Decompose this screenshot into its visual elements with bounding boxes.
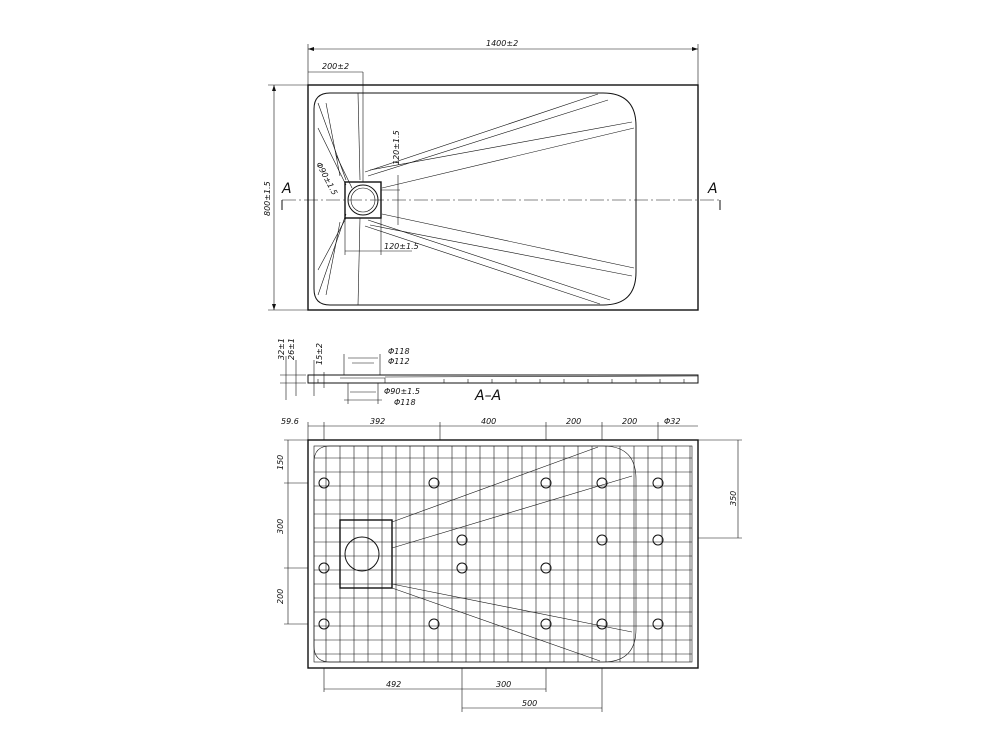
inner-top-dim-label: Φ112 xyxy=(388,357,410,366)
inner-thickness-dim-label: 26±1 xyxy=(287,338,296,360)
section-slope xyxy=(384,375,699,378)
bottom-right-dim: 350 xyxy=(729,491,738,506)
support-foot xyxy=(428,618,440,630)
bottom-drain-circle xyxy=(344,536,380,572)
section-title: A–A xyxy=(474,388,501,404)
support-foot xyxy=(428,477,440,489)
bottom-top-dim-5: 200 xyxy=(622,417,637,426)
outer-top-dim-label: Φ118 xyxy=(388,347,410,356)
drain-lower-dim-line xyxy=(344,218,412,255)
bottom-top-dim-2: 392 xyxy=(370,417,385,426)
section-ribs xyxy=(317,379,685,383)
bottom-bottom-dim-2: 300 xyxy=(496,680,511,689)
support-foot xyxy=(596,534,608,546)
bottom-top-dim-3: 400 xyxy=(481,417,496,426)
drain-lower-dim-label: 120±1.5 xyxy=(384,242,419,251)
support-foot xyxy=(456,534,468,546)
bottom-view: 59.6 392 400 200 200 Φ32 150 300 200 350… xyxy=(276,417,742,712)
bottom-top-dim-line xyxy=(307,422,698,440)
bottom-left-dim-2: 300 xyxy=(276,519,285,534)
bottom-left-dim-line xyxy=(284,439,308,625)
height-dim-label: 800±1.5 xyxy=(263,181,272,216)
bottom-top-dim-1: 59.6 xyxy=(281,417,299,426)
support-foot xyxy=(540,477,552,489)
rib-grid xyxy=(314,446,692,662)
height-dim-line xyxy=(268,84,308,311)
drain-offset-dim-label: 200±2 xyxy=(322,62,349,71)
basin-outline xyxy=(313,92,637,306)
bottom-right-dim-line xyxy=(698,439,742,539)
bottom-bottom-dim-1: 492 xyxy=(386,680,401,689)
thickness-dim-label: 32±1 xyxy=(277,338,286,360)
bottom-slope-lines xyxy=(391,446,633,662)
section-view: 32±1 26±1 15±2 Φ118 Φ112 Φ90±1.5 Φ118 A–… xyxy=(277,338,699,407)
drain-diameter-dim-label: Φ90±1.5 xyxy=(314,161,339,197)
section-mark-right: A xyxy=(707,181,718,197)
bottom-top-dim-4: 200 xyxy=(566,417,581,426)
outer-bottom-dim-label: Φ118 xyxy=(394,398,416,407)
drain-width-dim-line xyxy=(381,175,400,225)
support-foot xyxy=(596,618,608,630)
tray-outline xyxy=(307,84,699,311)
width-dim-label: 1400±2 xyxy=(486,39,518,48)
support-foot xyxy=(652,618,664,630)
bottom-outline xyxy=(307,439,699,669)
bottom-bottom-dim-3: 500 xyxy=(522,699,537,708)
support-foot xyxy=(652,477,664,489)
bottom-drain-frame xyxy=(339,519,393,589)
support-feet xyxy=(318,477,664,630)
section-drain-recess xyxy=(340,377,386,383)
support-foot xyxy=(318,618,330,630)
top-diameter-dim-lines xyxy=(343,354,381,375)
bottom-diameter-dim-lines xyxy=(344,383,382,404)
bottom-left-dim-3: 200 xyxy=(276,589,285,604)
width-dim-line xyxy=(307,44,699,85)
bottom-basin-outline xyxy=(313,445,637,663)
top-view: A A 1400±2 200±2 800±1.5 120±1.5 120±1.5… xyxy=(263,39,721,311)
section-mark-left: A xyxy=(281,181,292,197)
drain-depth-dim-line xyxy=(313,360,325,396)
support-foot xyxy=(652,534,664,546)
bottom-left-dim-1: 150 xyxy=(276,455,285,470)
support-foot xyxy=(318,477,330,489)
bottom-bottom-dim-line xyxy=(323,668,603,712)
support-foot xyxy=(540,618,552,630)
drain-diameter-leader xyxy=(335,154,353,189)
drain-offset-dim-line xyxy=(308,71,364,182)
support-foot xyxy=(596,477,608,489)
support-foot xyxy=(540,562,552,574)
section-profile xyxy=(307,374,699,384)
drain-bottom-dim-label: Φ90±1.5 xyxy=(384,387,420,396)
bottom-top-dim-6: Φ32 xyxy=(664,417,680,426)
support-foot xyxy=(318,562,330,574)
drain-depth-dim-label: 15±2 xyxy=(315,343,324,365)
bottom-inner-outline xyxy=(313,445,693,663)
thickness-dim-lines xyxy=(280,356,306,400)
support-foot xyxy=(456,562,468,574)
slope-lines xyxy=(317,92,635,306)
drain-upper-dim-label: 120±1.5 xyxy=(392,130,401,165)
